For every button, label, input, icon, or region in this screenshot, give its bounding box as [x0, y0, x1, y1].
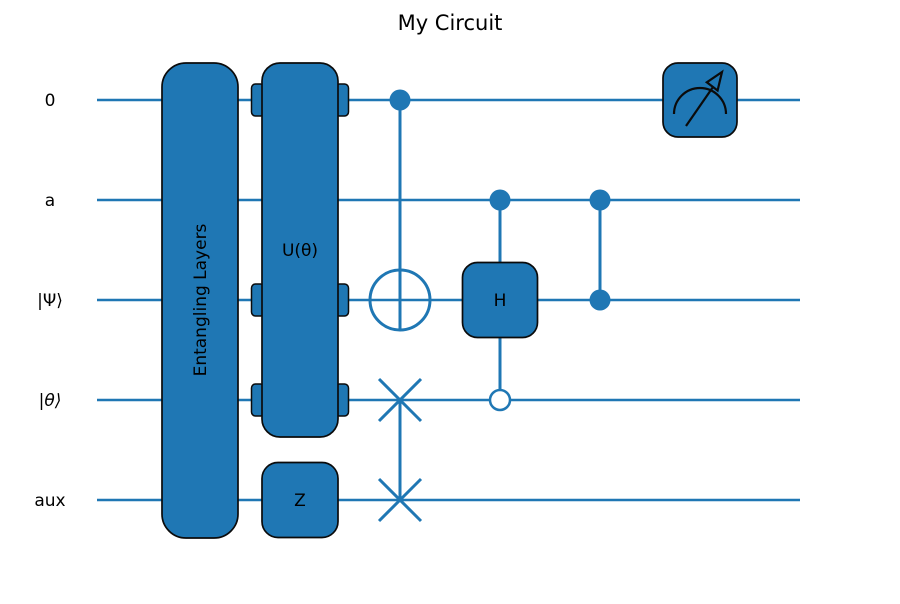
- h-control-dot: [489, 189, 511, 211]
- cnot-control-dot: [389, 89, 411, 111]
- entangling-layers-box: [161, 62, 239, 539]
- measurement-arrowhead: [704, 69, 724, 93]
- h-gate-box: [461, 261, 539, 339]
- measurement-needle: [685, 86, 714, 127]
- measurement-gate: [662, 62, 738, 138]
- cz-control-dot-upper: [589, 189, 611, 211]
- wire-label-theta: |θ⟩: [39, 391, 62, 411]
- wire-label-0: 0: [45, 91, 56, 111]
- entangling-layers-gate: Entangling Layers: [161, 62, 239, 539]
- wire-label-aux: aux: [34, 491, 65, 511]
- cz-gate: [589, 189, 611, 311]
- measurement-icon: [672, 69, 728, 127]
- h-gate-label: H: [494, 291, 507, 311]
- z-gate-label: Z: [294, 491, 306, 511]
- z-gate-box: [261, 461, 339, 539]
- u-theta-gate: U(θ): [250, 62, 350, 438]
- entangling-layers-label: Entangling Layers: [191, 223, 211, 376]
- wire-label-a: a: [45, 191, 55, 211]
- swap-gate: [377, 377, 423, 523]
- z-gate: Z: [261, 461, 339, 539]
- page-title: My Circuit: [398, 11, 503, 35]
- cnot-gate: [368, 89, 432, 332]
- measurement-arc: [672, 86, 728, 115]
- u-theta-label: U(θ): [282, 241, 318, 261]
- cz-control-dot-lower: [589, 289, 611, 311]
- swap-cross-top-icon: [377, 377, 423, 423]
- cnot-target-icon: [368, 268, 432, 332]
- controlled-h-gate: H: [461, 189, 539, 412]
- wire-label-psi: |Ψ⟩: [37, 291, 63, 311]
- measurement-box: [662, 62, 738, 138]
- u-theta-box: [261, 62, 339, 438]
- h-open-control-dot: [488, 388, 512, 412]
- swap-cross-bottom-icon: [377, 477, 423, 523]
